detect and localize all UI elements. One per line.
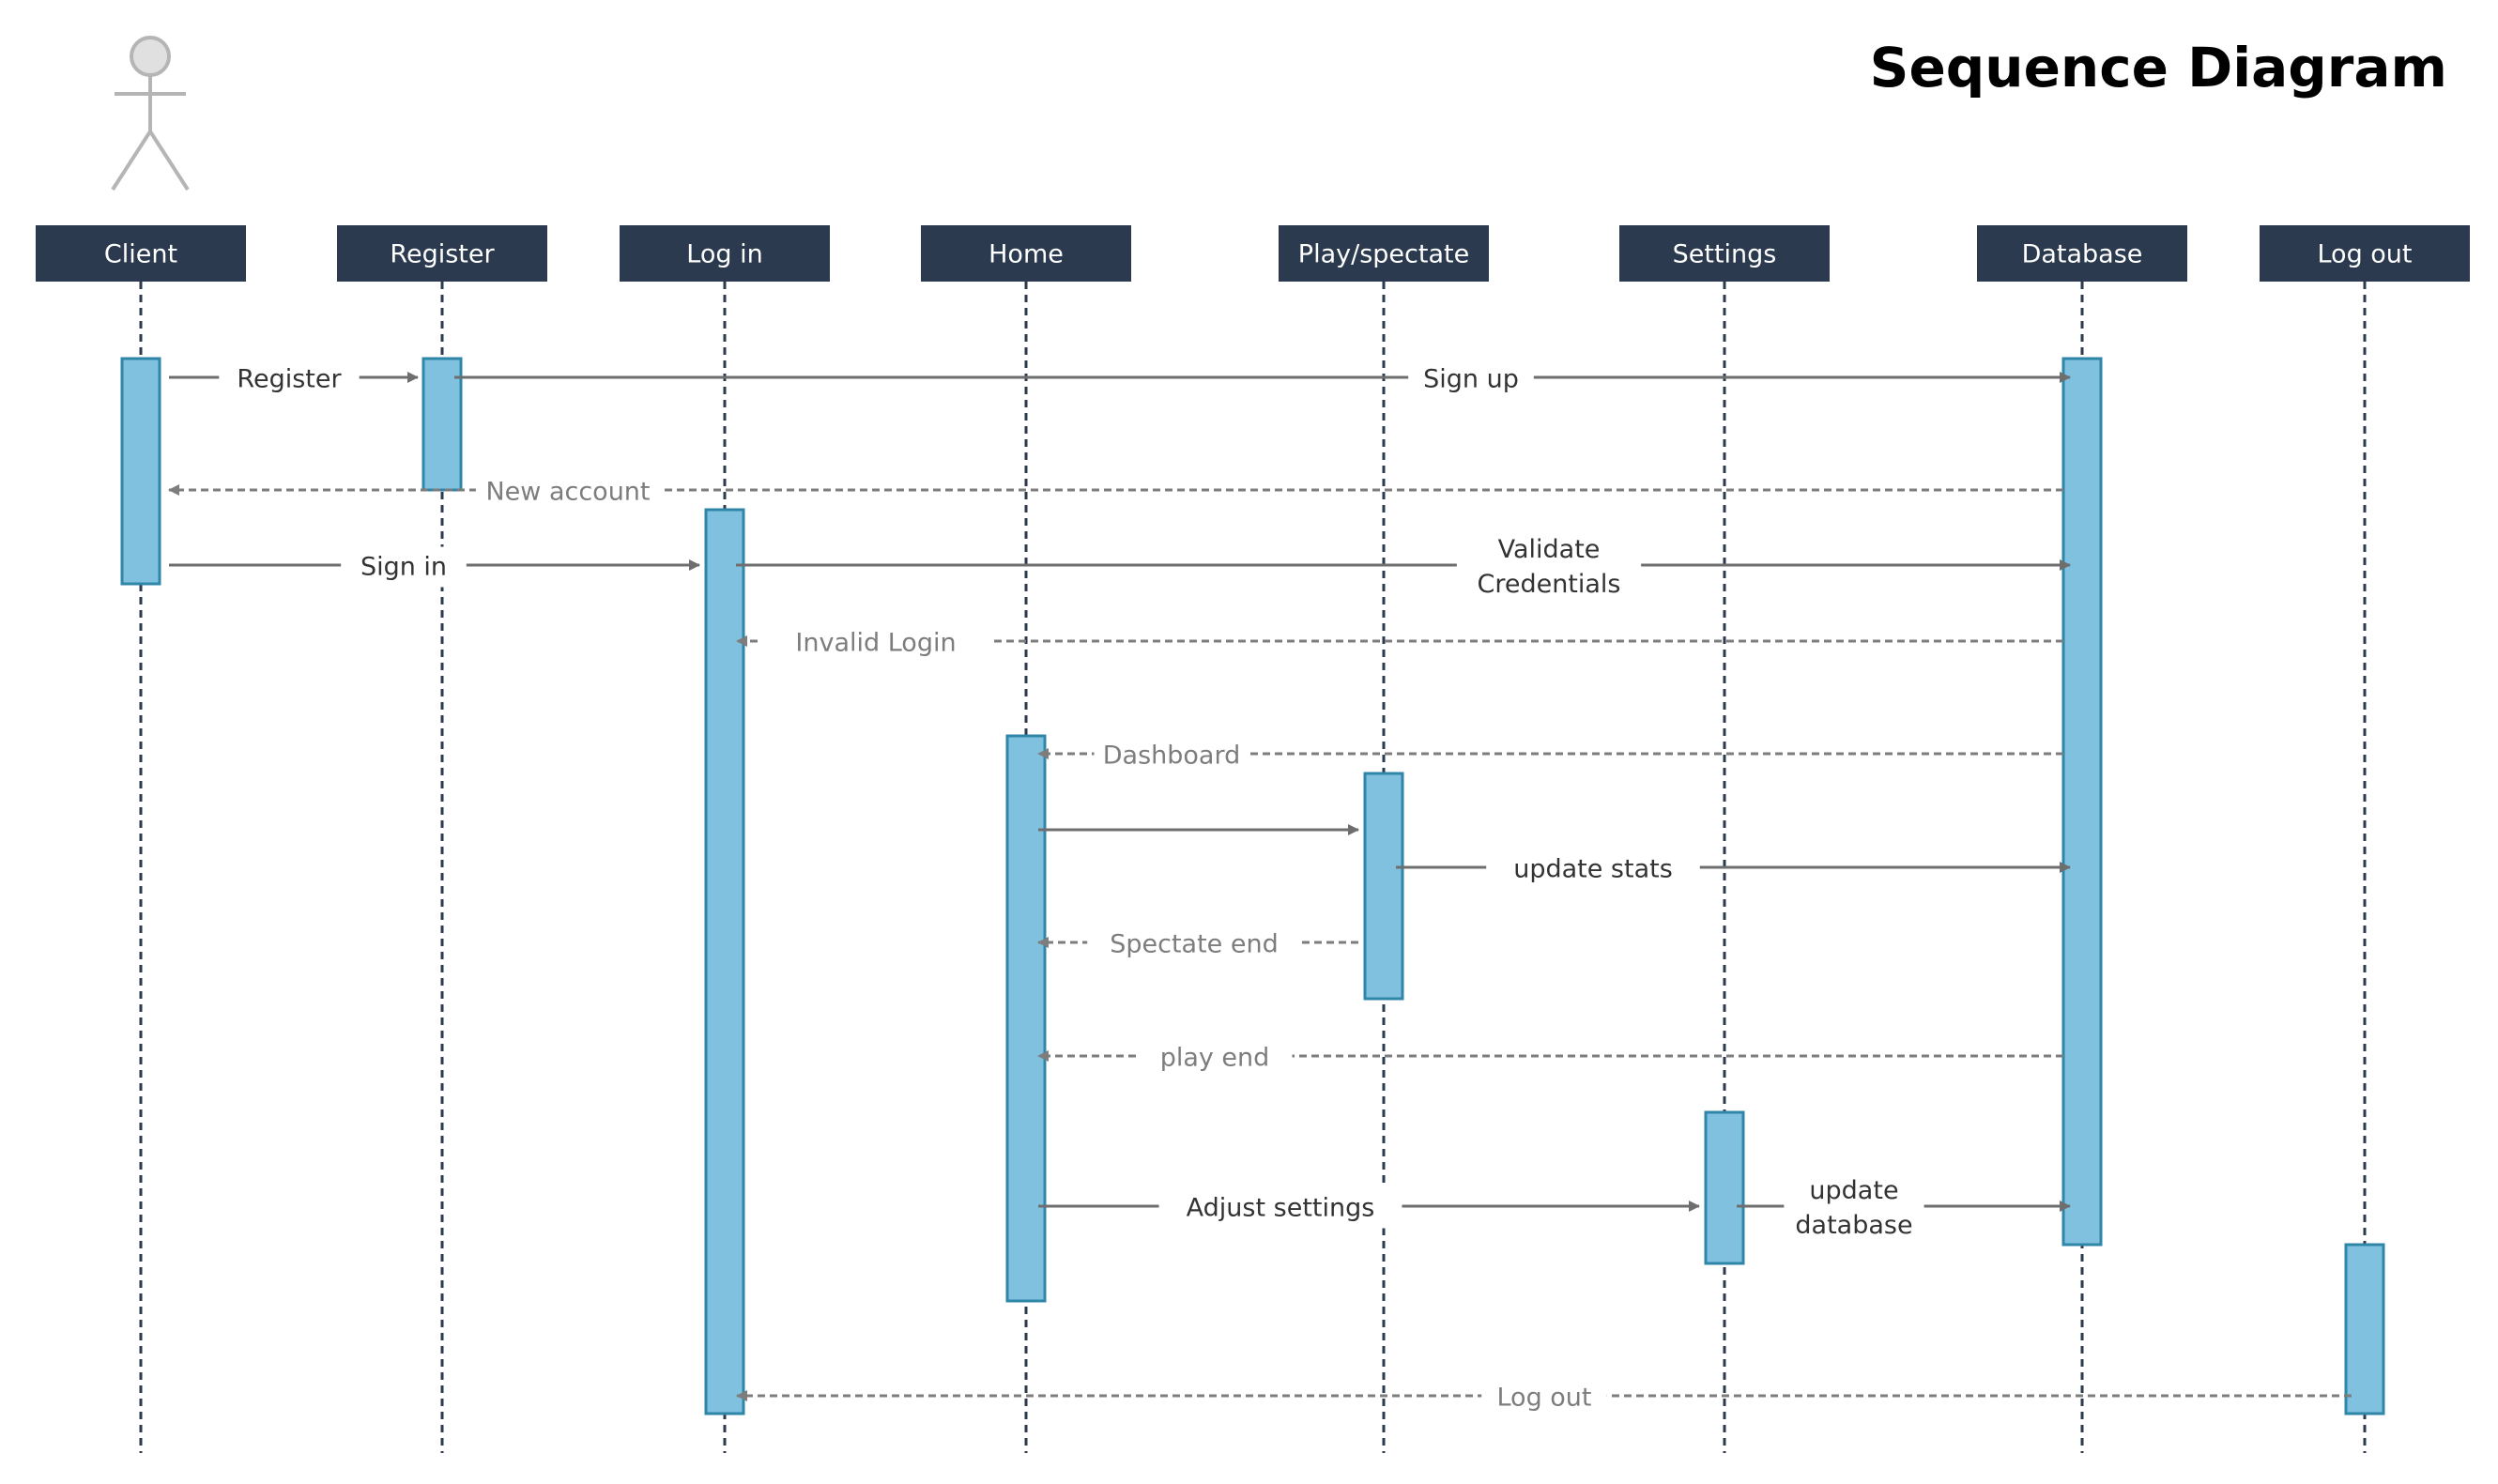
- participant-login: Log in: [620, 225, 830, 282]
- participant-header-box: [620, 225, 830, 282]
- participant-header-box: [2260, 225, 2470, 282]
- participant-settings: Settings: [1619, 225, 1830, 282]
- activation-bar-home: [1005, 734, 1047, 1303]
- participant-register: Register: [337, 225, 547, 282]
- message-label-bg: [1486, 849, 1700, 890]
- message-dashboard: Dashboard: [1037, 735, 2063, 776]
- message-label-bg: [1456, 529, 1642, 604]
- message-label-bg: [1094, 735, 1249, 776]
- activation-bars: [120, 357, 2385, 1415]
- activation-bar-login: [704, 508, 745, 1415]
- message-label: New account: [485, 478, 650, 507]
- message-play-end: play end: [1037, 1037, 2063, 1079]
- participant-label: Database: [2022, 240, 2143, 269]
- participant-header-box: [1619, 225, 1830, 282]
- participant-label: Play/spectate: [1298, 240, 1469, 269]
- participant-home: Home: [921, 225, 1131, 282]
- message-label: Log out: [1496, 1384, 1591, 1413]
- activation-bar-client: [120, 357, 161, 586]
- participant-headers: Client Register Log in Home Play/spectate Set…: [36, 225, 2470, 282]
- message-adjust-settings: Adjust settings: [1038, 1187, 1700, 1229]
- participant-label: Log in: [686, 240, 762, 269]
- participant-header-box: [921, 225, 1131, 282]
- message-label-bg: [341, 546, 467, 588]
- message-label-bg: [1137, 1037, 1293, 1079]
- message-label: database: [1795, 1211, 1912, 1240]
- message-register: Register: [169, 359, 419, 400]
- message-label: Invalid Login: [795, 629, 956, 658]
- message-label-bg: [1481, 1377, 1607, 1418]
- message-label: Sign in: [360, 553, 447, 582]
- message-label-bg: [475, 471, 661, 513]
- participant-label: Settings: [1673, 240, 1777, 269]
- participant-logout: Log out: [2260, 225, 2470, 282]
- activation-bar-play: [1363, 772, 1404, 1001]
- participant-label: Client: [104, 240, 177, 269]
- message-label: update: [1809, 1176, 1898, 1205]
- message-invalid-login: Invalid Login: [736, 622, 2063, 664]
- participant-label: Home: [988, 240, 1064, 269]
- activation-bar-register: [421, 357, 463, 492]
- participant-header-box: [36, 225, 246, 282]
- message-label: Credentials: [1477, 570, 1620, 599]
- message-label-bg: [1408, 359, 1534, 400]
- message-label: update stats: [1513, 855, 1673, 884]
- activation-bar-database: [2061, 357, 2103, 1247]
- message-label-bg: [219, 359, 360, 400]
- message-label-bg: [1087, 924, 1301, 965]
- activation-bar-settings: [1704, 1110, 1745, 1265]
- participant-header-box: [1279, 225, 1489, 282]
- message-sign-up: Sign up: [454, 359, 2071, 400]
- diagram-title: Sequence Diagram: [1869, 36, 2447, 99]
- participant-label: Log out: [2317, 240, 2412, 269]
- message-label: Sign up: [1423, 365, 1519, 394]
- participant-header-box: [1977, 225, 2187, 282]
- participant-client: Client: [36, 225, 246, 282]
- message-label: play end: [1160, 1044, 1270, 1073]
- message-sign-in: Sign in: [169, 546, 700, 588]
- activation-bar-logout: [2344, 1243, 2385, 1415]
- message-update-database: update database: [1737, 1170, 2071, 1246]
- message-update-stats: update stats: [1396, 849, 2071, 890]
- actor-icon: [111, 36, 190, 191]
- message-label: Adjust settings: [1187, 1194, 1375, 1223]
- participant-play: Play/spectate: [1279, 225, 1489, 282]
- message-log-out: Log out: [736, 1377, 2352, 1418]
- participant-label: Register: [390, 240, 495, 269]
- participant-database: Database: [1977, 225, 2187, 282]
- message-label: Validate: [1498, 535, 1601, 564]
- message-spectate-end: Spectate end: [1037, 924, 1358, 965]
- message-new-account: New account: [168, 471, 2063, 513]
- message-label-bg: [761, 622, 990, 664]
- message-label-bg: [1784, 1170, 1924, 1246]
- message-label: Dashboard: [1103, 742, 1240, 771]
- message-label: Spectate end: [1110, 930, 1279, 959]
- message-label-bg: [1158, 1187, 1402, 1229]
- message-label: Register: [237, 365, 342, 394]
- participant-header-box: [337, 225, 547, 282]
